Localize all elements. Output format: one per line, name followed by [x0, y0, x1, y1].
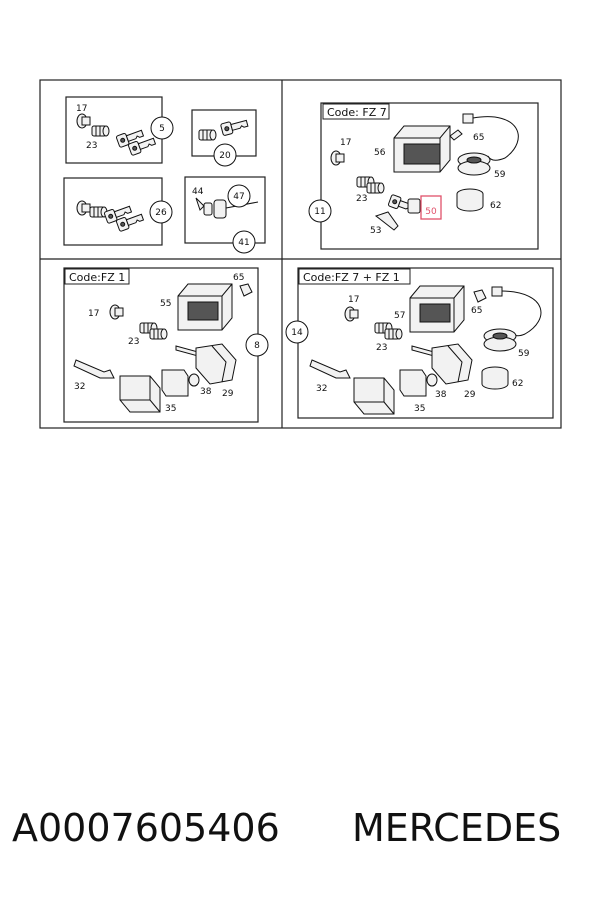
panel-bottom-right: Code:FZ 7 + FZ 1 14 17 65 57 23 59 62 32	[285, 267, 554, 419]
callout-circle-11	[308, 199, 332, 223]
brand-name: MERCEDES	[352, 806, 562, 850]
label-55: 55	[160, 299, 171, 309]
label-23: 23	[356, 194, 367, 204]
label-65: 65	[473, 133, 484, 143]
label-17: 17	[340, 138, 351, 148]
label-17: 17	[348, 295, 359, 305]
code-fz7: Code: FZ 7	[327, 106, 387, 119]
callout-20: 20	[219, 151, 231, 161]
label-32: 32	[316, 384, 327, 394]
label-38: 38	[435, 390, 447, 400]
part-number: A0007605406	[12, 806, 280, 850]
callout-circle-26	[149, 200, 173, 224]
label-38: 38	[200, 387, 212, 397]
callout-11: 11	[314, 207, 325, 217]
caption: A0007605406 MERCEDES	[0, 800, 600, 870]
callout-26: 26	[155, 208, 167, 218]
callout-circle-20	[213, 143, 237, 167]
fz7-box	[320, 102, 539, 250]
code-fz1: Code:FZ 1	[69, 271, 125, 284]
label-17: 17	[76, 104, 87, 114]
label-65: 65	[233, 273, 244, 283]
callout-41: 41	[238, 238, 249, 248]
label-17: 17	[88, 309, 99, 319]
label-23: 23	[86, 141, 97, 151]
callout-circle-5	[150, 116, 174, 140]
label-56: 56	[374, 148, 386, 158]
callout-8: 8	[254, 341, 260, 351]
parts-diagram: 17 23 5 20 26 44 47 41	[39, 79, 562, 429]
highlight-box-50[interactable]	[420, 195, 442, 220]
callout-47: 47	[233, 192, 244, 202]
label-29: 29	[222, 389, 234, 399]
label-53: 53	[370, 226, 381, 236]
callout-circle-41	[232, 230, 256, 254]
group-47-box	[184, 176, 266, 244]
label-50-highlighted[interactable]: 50	[425, 207, 437, 217]
diagram-frame	[39, 79, 562, 429]
panel-top-left: 17 23 5 20 26 44 47 41	[63, 96, 266, 254]
label-35: 35	[414, 404, 425, 414]
label-29: 29	[464, 390, 476, 400]
label-65: 65	[471, 306, 482, 316]
label-32: 32	[74, 382, 85, 392]
callout-5: 5	[159, 124, 165, 134]
label-23: 23	[128, 337, 139, 347]
callout-circle-47	[227, 184, 251, 208]
callout-circle-14	[285, 320, 309, 344]
label-59: 59	[518, 349, 530, 359]
label-62: 62	[490, 201, 501, 211]
label-23: 23	[376, 343, 387, 353]
panel-bottom-left: Code:FZ 1 8 65 55 17 23 32 38 29 35	[63, 267, 269, 423]
callout-14: 14	[291, 328, 303, 338]
callout-circle-8	[245, 333, 269, 357]
label-44: 44	[192, 187, 204, 197]
label-57: 57	[394, 311, 405, 321]
code-fz7-fz1: Code:FZ 7 + FZ 1	[303, 271, 400, 284]
label-35: 35	[165, 404, 176, 414]
panel-top-right: Code: FZ 7 11 17 56 65 59 23 62 53 50	[308, 102, 539, 250]
label-62: 62	[512, 379, 523, 389]
label-59: 59	[494, 170, 506, 180]
